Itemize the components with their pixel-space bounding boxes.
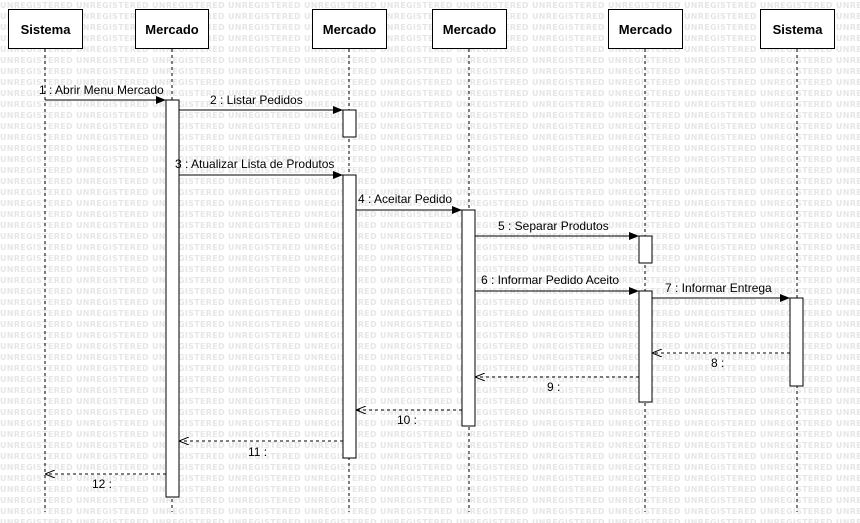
activation-bar-4 xyxy=(461,209,476,427)
return-label-9: 9 : xyxy=(547,380,561,394)
message-label-3: 3 : Atualizar Lista de Produtos xyxy=(175,157,335,171)
activation-bar-2 xyxy=(342,109,357,138)
activation-bar-1 xyxy=(165,99,180,498)
participant-1[interactable]: Sistema xyxy=(8,9,83,49)
participant-2[interactable]: Mercado xyxy=(135,9,209,49)
activation-bar-3 xyxy=(342,174,357,459)
activation-bar-7 xyxy=(789,297,804,387)
return-label-10: 10 : xyxy=(397,413,418,427)
return-label-12: 12 : xyxy=(92,477,113,491)
return-label-11: 11 : xyxy=(248,445,268,459)
message-label-5: 5 : Separar Produtos xyxy=(498,219,609,233)
activation-bar-6 xyxy=(638,290,653,403)
participant-5[interactable]: Mercado xyxy=(608,9,683,49)
participant-6[interactable]: Sistema xyxy=(760,9,835,49)
message-label-7: 7 : Informar Entrega xyxy=(665,281,772,295)
message-label-2: 2 : Listar Pedidos xyxy=(210,93,303,107)
message-label-1: 1 : Abrir Menu Mercado xyxy=(39,83,164,97)
return-label-8: 8 : xyxy=(711,356,725,370)
participant-3[interactable]: Mercado xyxy=(312,9,387,49)
participant-4[interactable]: Mercado xyxy=(432,9,507,49)
message-label-4: 4 : Aceitar Pedido xyxy=(358,192,453,206)
activation-bar-5 xyxy=(638,235,653,264)
message-label-6: 6 : Informar Pedido Aceito xyxy=(481,273,620,287)
